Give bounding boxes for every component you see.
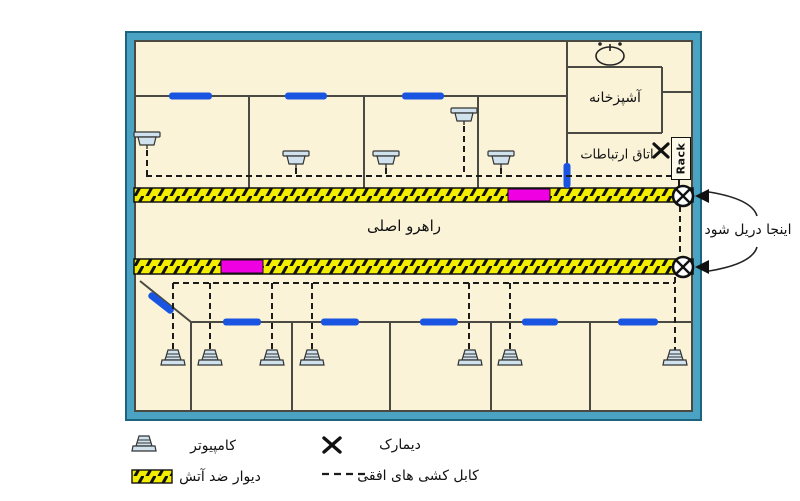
rack-box: Rack xyxy=(671,137,691,180)
legend-demarc-label: دیمارک xyxy=(379,437,421,453)
computer-icon xyxy=(131,435,157,452)
kitchen-label: آشپزخانه xyxy=(589,90,641,106)
demarc-x-icon xyxy=(322,436,342,454)
rack-label: Rack xyxy=(674,142,688,175)
building-floor xyxy=(134,40,693,412)
leader-curve xyxy=(708,191,758,217)
demarc-x-icon xyxy=(322,436,342,454)
legend-computer-label: کامپیوتر xyxy=(190,438,236,454)
leader-curve xyxy=(708,246,758,272)
legend-cabling-label: کابل کشی های افقی xyxy=(357,468,479,484)
drill-here-label: اینجا دریل شود xyxy=(704,222,792,238)
main-corridor-label: راهرو اصلی xyxy=(367,217,441,235)
legend-firewall-label: دیوار ضد آتش xyxy=(179,469,261,485)
firewall-swatch-icon xyxy=(131,469,173,484)
comm-room-label: اتاق ارتباطات xyxy=(580,147,654,163)
